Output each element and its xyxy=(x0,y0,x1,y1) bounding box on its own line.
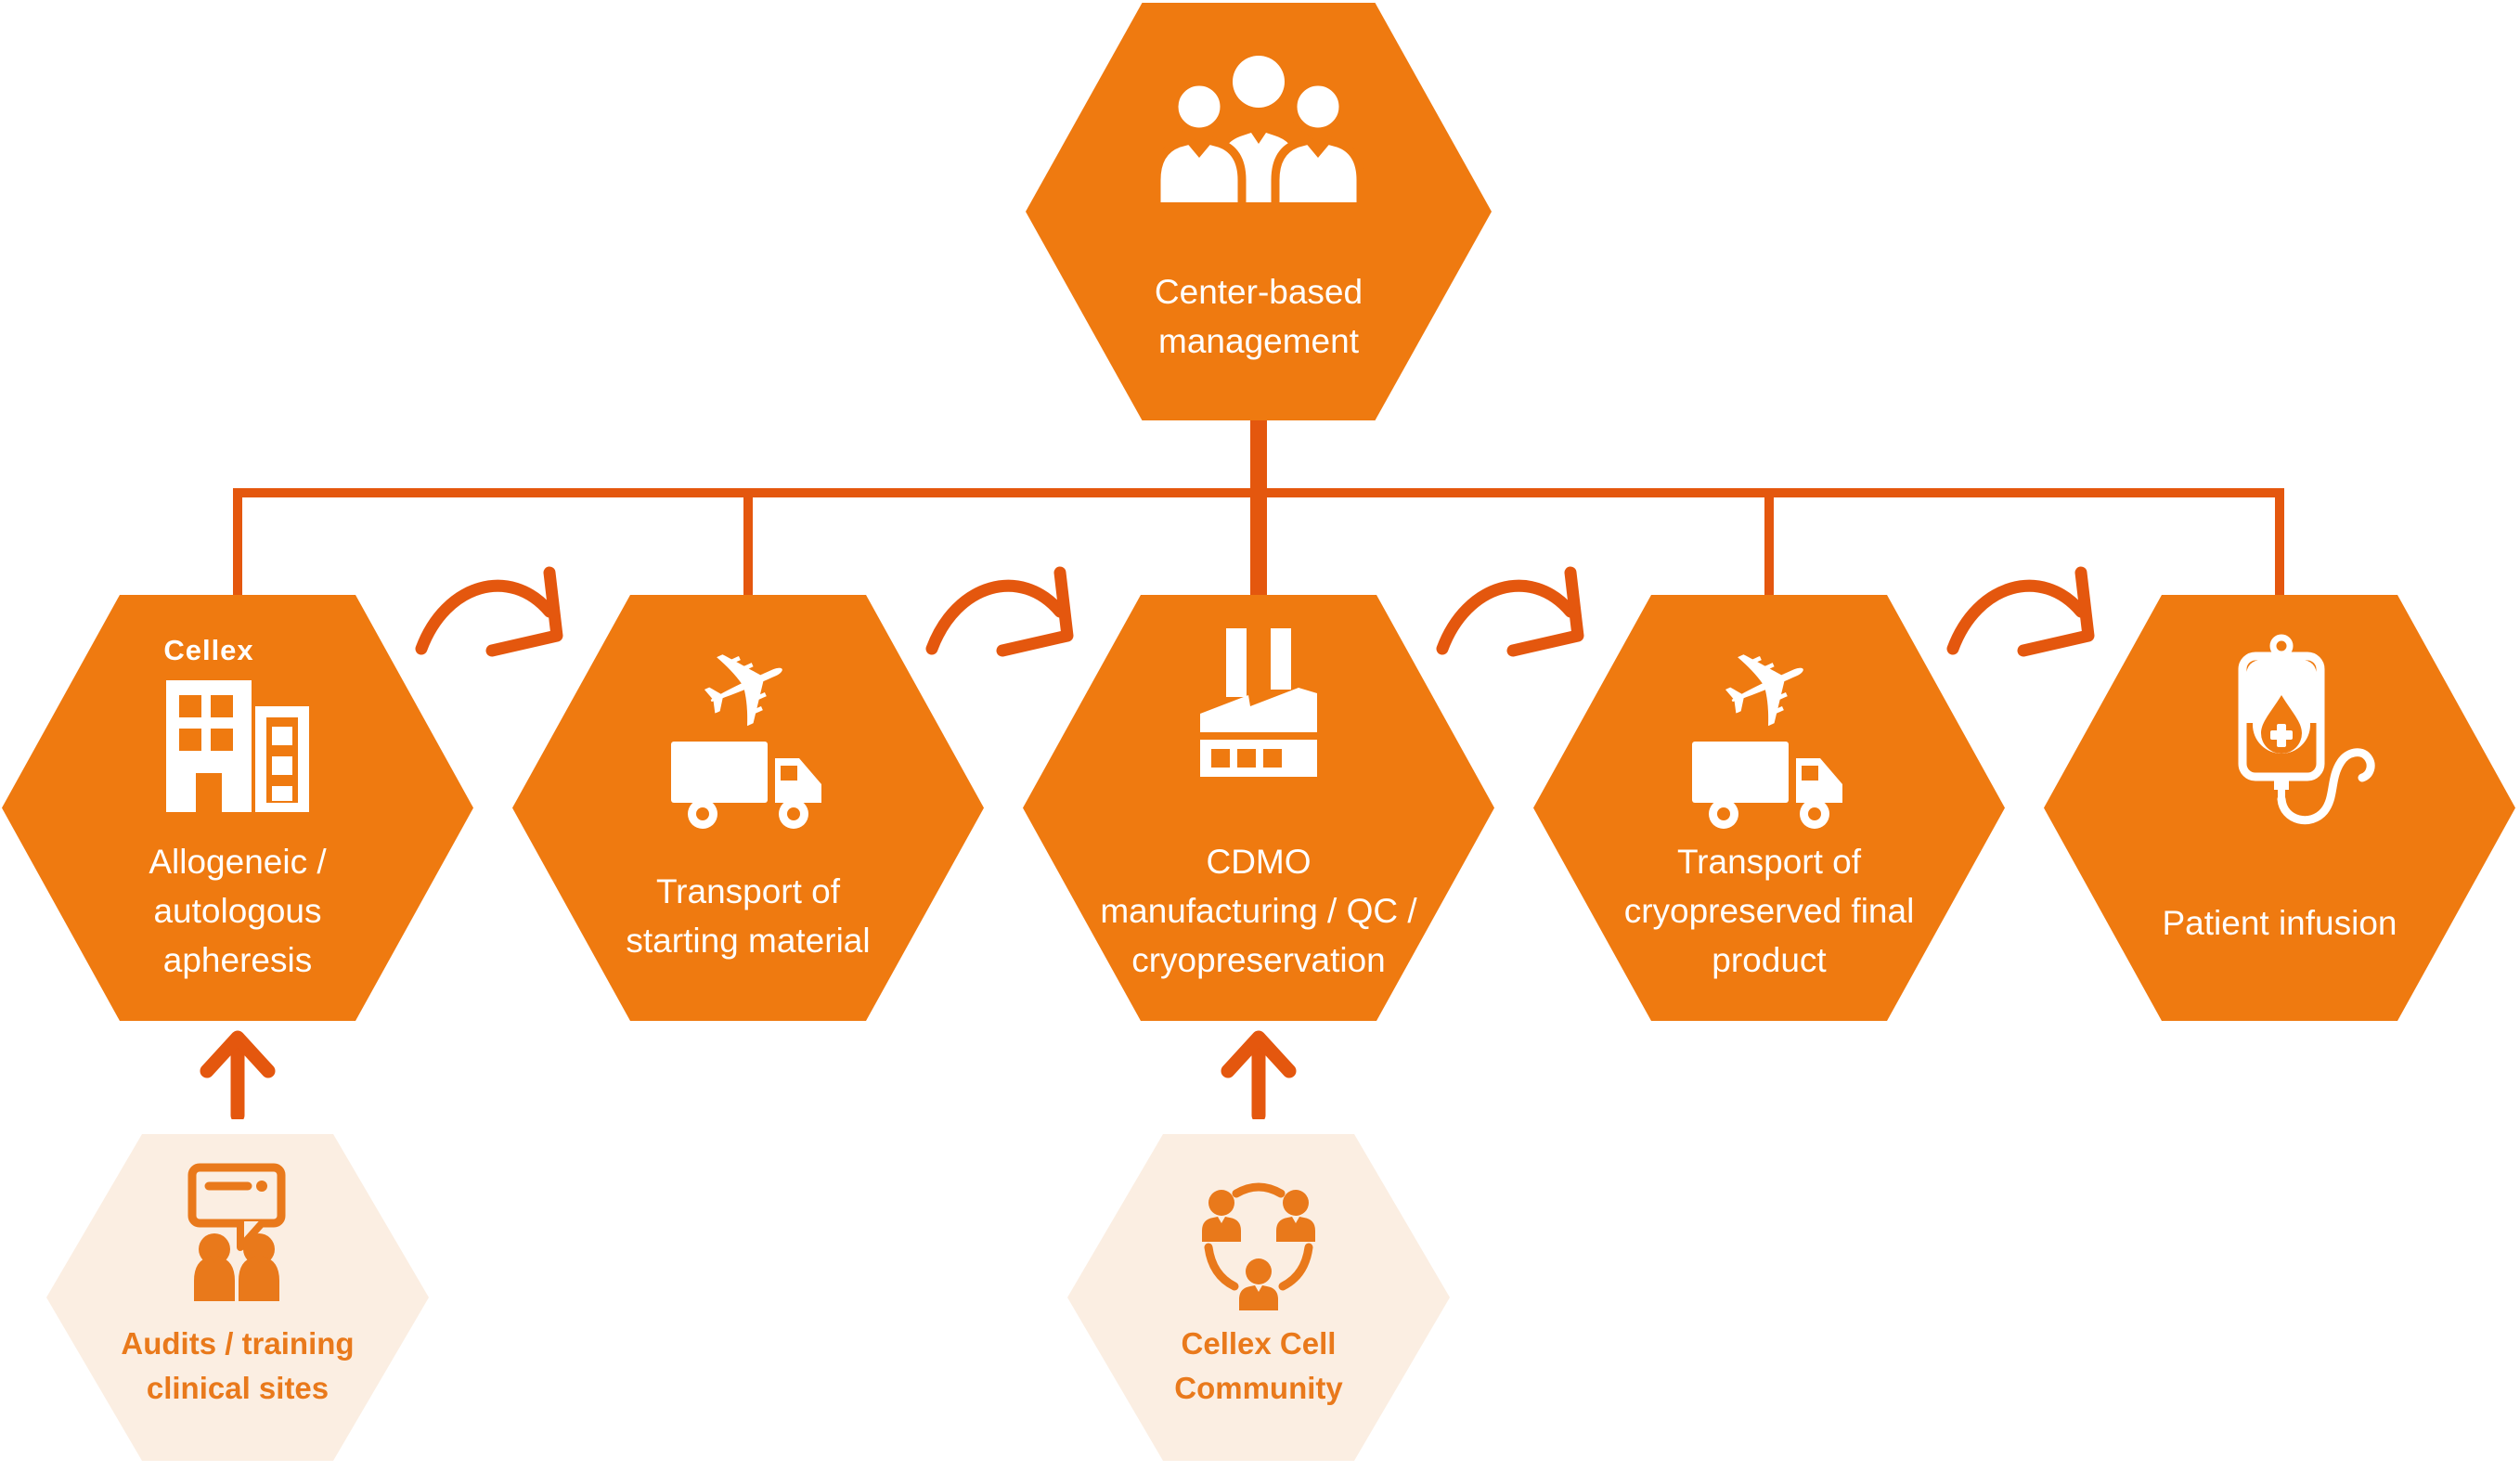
factory-icon xyxy=(1200,628,1317,777)
plane-truck-icon: ✈ xyxy=(665,610,832,837)
label-line: Transport of xyxy=(1676,843,1862,881)
node-audits-training: Audits / training clinical sites xyxy=(46,1134,429,1461)
label-line: manufacturing / QC / xyxy=(1100,892,1417,930)
people-group-icon xyxy=(1152,56,1365,202)
connector-drop-apheresis xyxy=(233,488,242,603)
hex-label: Cellex Cell Community xyxy=(1067,1322,1450,1411)
hex-label: Transport of cryopreserved final product xyxy=(1533,837,2005,985)
node-center-management: Center-based management xyxy=(1026,3,1492,420)
hex-label: Patient infusion xyxy=(2044,898,2515,948)
label-line: Community xyxy=(1174,1371,1343,1405)
label-line: product xyxy=(1712,941,1827,979)
people-circle-icon xyxy=(1202,1182,1315,1310)
node-patient-infusion: Patient infusion xyxy=(2044,595,2515,1021)
curved-arrow-2 xyxy=(925,566,1074,657)
truck-icon xyxy=(1692,742,1842,829)
plane-truck-icon: ✈ xyxy=(1686,610,1853,837)
label-line: Transport of xyxy=(655,872,841,910)
hex-label: Audits / training clinical sites xyxy=(46,1322,429,1411)
curved-arrow-3 xyxy=(1436,566,1584,657)
hex-label: CDMO manufacturing / QC / cryopreservati… xyxy=(1023,837,1494,985)
label-line: Center-based xyxy=(1154,273,1363,311)
label-line: cryopreservation xyxy=(1131,941,1386,979)
iv-bag-icon xyxy=(2238,634,2375,825)
hex-label: Transport of starting material xyxy=(512,867,984,965)
connector-drop-transport-final xyxy=(1764,488,1774,603)
label-line: apheresis xyxy=(162,941,313,979)
truck-icon xyxy=(671,742,821,829)
building-icon xyxy=(166,680,309,812)
node-apheresis: Cellex Allogeneic / autologous apheresis xyxy=(2,595,473,1021)
connector-drop-transport-start xyxy=(743,488,753,603)
node-cdmo: CDMO manufacturing / QC / cryopreservati… xyxy=(1023,595,1494,1021)
node-transport-final: ✈ Transport of cryopreserved final produ… xyxy=(1533,595,2005,1021)
label-line: Allogeneic / xyxy=(149,843,327,881)
node-transport-starting: ✈ Transport of starting material xyxy=(512,595,984,1021)
up-arrow-audits xyxy=(200,1030,276,1119)
label-line: clinical sites xyxy=(146,1371,330,1405)
hex-label: Center-based management xyxy=(1026,267,1492,366)
chat-people-icon xyxy=(187,1163,286,1301)
node-cell-community: Cellex Cell Community xyxy=(1067,1134,1450,1461)
cellex-logo: Cellex xyxy=(163,634,254,666)
label-line: Cellex Cell xyxy=(1181,1326,1337,1361)
hex-label: Allogeneic / autologous apheresis xyxy=(2,837,473,985)
label-line: cryopreserved final xyxy=(1623,892,1915,930)
connector-trunk-center xyxy=(1250,418,1267,603)
connector-drop-infusion xyxy=(2275,488,2284,603)
up-arrow-community xyxy=(1221,1030,1297,1119)
label-line: Patient infusion xyxy=(2162,904,2397,942)
label-line: CDMO xyxy=(1206,843,1312,881)
label-line: autologous xyxy=(153,892,322,930)
curved-arrow-1 xyxy=(415,566,563,657)
label-line: starting material xyxy=(626,922,871,960)
curved-arrow-4 xyxy=(1946,566,2095,657)
label-line: management xyxy=(1158,322,1359,360)
label-line: Audits / training xyxy=(121,1326,355,1361)
